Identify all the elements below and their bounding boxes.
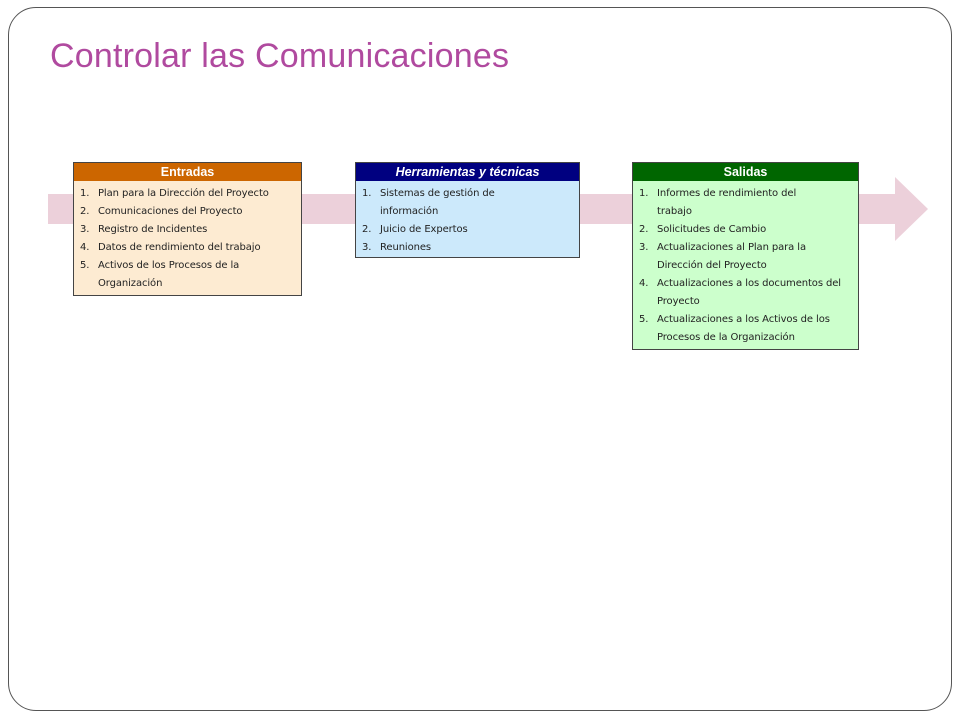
tools-list: 1.Sistemas de gestión de información 2.J… (356, 181, 579, 257)
list-item: 4.Datos de rendimiento del trabajo (80, 242, 261, 253)
list-item: 3.Reuniones (362, 242, 432, 253)
inputs-header: Entradas (74, 163, 301, 181)
list-item: 1.Sistemas de gestión de información (362, 188, 495, 217)
list-item: 1.Plan para la Dirección del Proyecto (80, 188, 269, 199)
inputs-box: Entradas 1.Plan para la Dirección del Pr… (73, 162, 302, 296)
list-item: 3.Actualizaciones al Plan para la Direcc… (639, 242, 806, 271)
outputs-box: Salidas 1.Informes de rendimiento del tr… (632, 162, 859, 350)
outputs-header: Salidas (633, 163, 858, 181)
slide-title: Controlar las Comunicaciones (50, 37, 510, 75)
inputs-list: 1.Plan para la Dirección del Proyecto 2.… (74, 181, 301, 293)
list-item: 2.Solicitudes de Cambio (639, 224, 767, 235)
list-item: 3.Registro de Incidentes (80, 224, 208, 235)
outputs-list: 1.Informes de rendimiento del trabajo 2.… (633, 181, 858, 347)
slide-frame (8, 7, 952, 711)
list-item: 1.Informes de rendimiento del trabajo (639, 188, 797, 217)
tools-box: Herramientas y técnicas 1.Sistemas de ge… (355, 162, 580, 258)
tools-header: Herramientas y técnicas (356, 163, 579, 181)
list-item: 2.Comunicaciones del Proyecto (80, 206, 243, 217)
list-item: 5.Activos de los Procesos de la Organiza… (80, 260, 240, 289)
list-item: 2.Juicio de Expertos (362, 224, 468, 235)
list-item: 5.Actualizaciones a los Activos de los P… (639, 314, 830, 343)
list-item: 4.Actualizaciones a los documentos del P… (639, 278, 841, 307)
